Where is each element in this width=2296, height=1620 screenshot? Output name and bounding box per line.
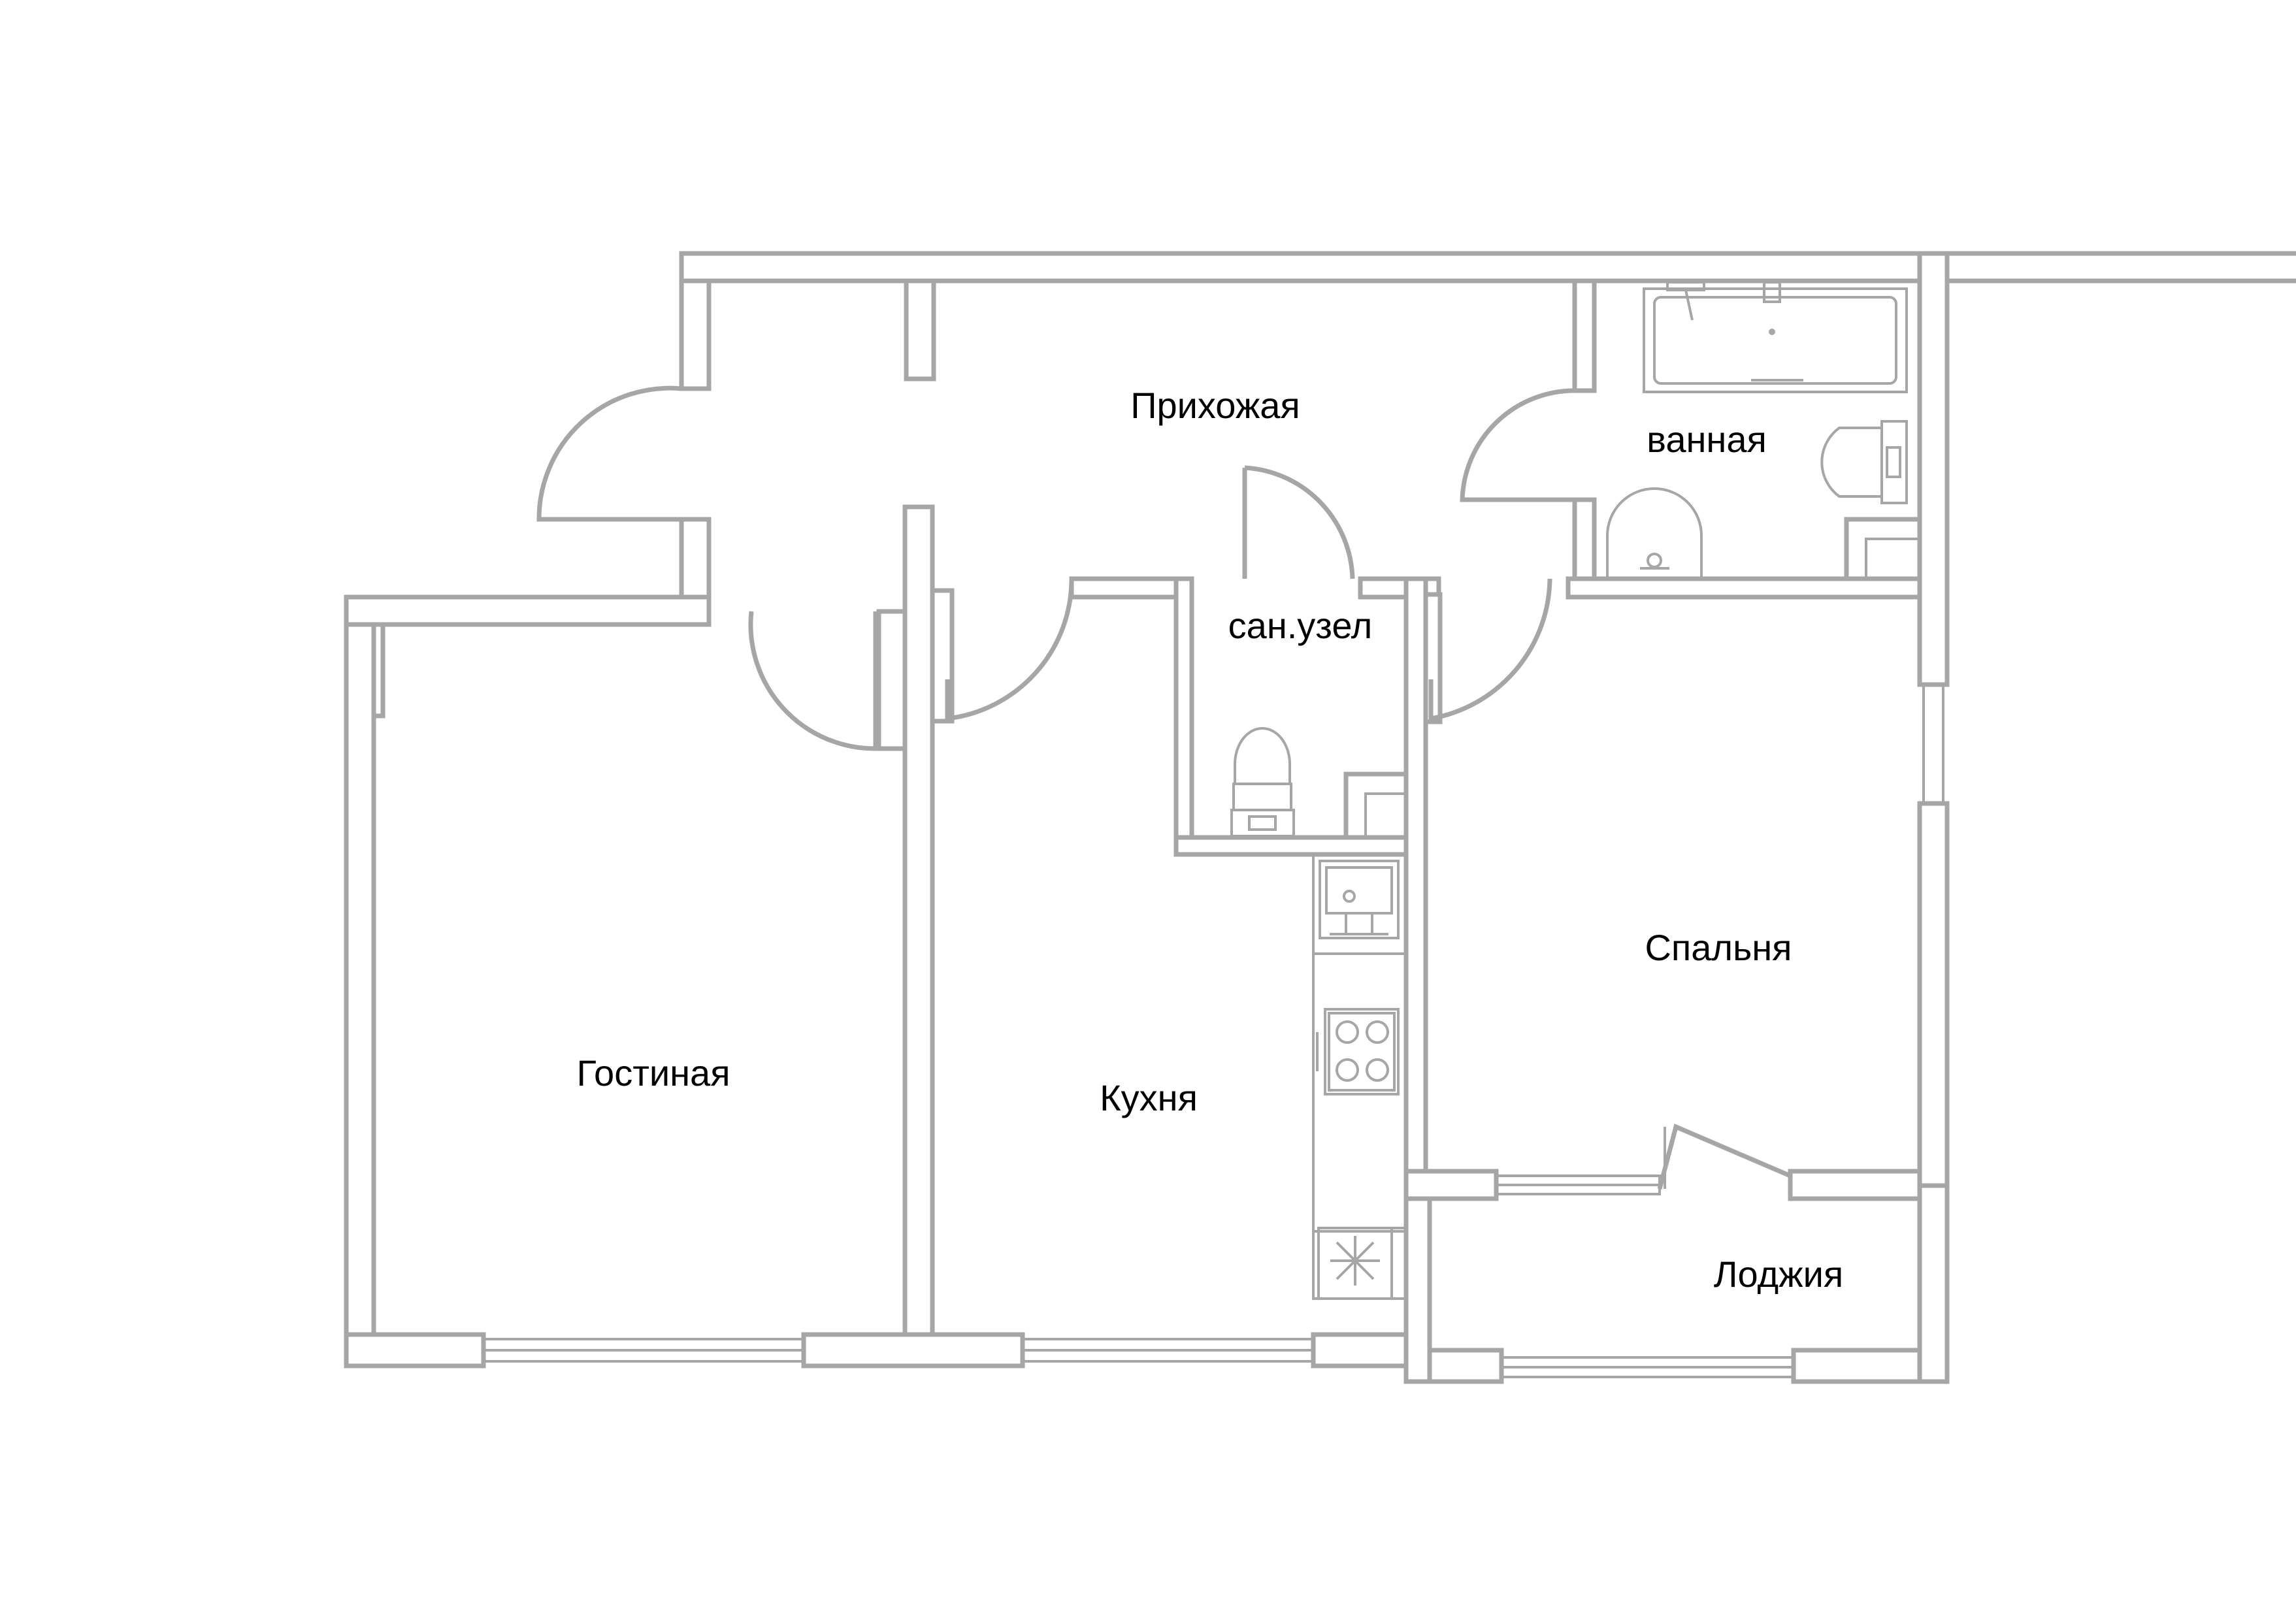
- top-exterior-wall: [679, 251, 2296, 284]
- wc-shaft: [1343, 771, 1409, 840]
- label-hallway: Прихожая: [1130, 385, 1300, 426]
- bath-shaft-inner: [1865, 538, 1921, 580]
- kitchen-door-jamb: [930, 588, 955, 724]
- right-exterior-wall: [1917, 251, 1950, 687]
- loggia-divider-right: [1788, 1169, 1922, 1201]
- wc-left-wall: [1173, 576, 1194, 856]
- right-exterior-wall-lower: [1917, 801, 1950, 1188]
- loggia-bottom-wall-left: [1427, 1348, 1504, 1384]
- label-bedroom: Спальня: [1645, 927, 1792, 968]
- loggia-bottom-wall-right: [1791, 1348, 1922, 1384]
- doors: [536, 385, 1792, 1190]
- hall-bottom-wall-left: [1069, 576, 1179, 600]
- room-labels: Прихожая ванная сан.узел Гостиная Кухня …: [576, 385, 1843, 1295]
- wc-bottom-wall: [1173, 835, 1409, 857]
- living-right-partition: [902, 504, 935, 1350]
- hall-stub-wall: [904, 278, 936, 381]
- bath-sink-icon: [1604, 487, 1705, 579]
- loggia-right-wall: [1917, 1183, 1950, 1384]
- loggia-left-wall: [1403, 1196, 1432, 1384]
- living-left-wall-inner: [371, 622, 385, 719]
- walls: [344, 251, 2296, 1384]
- kitchen-counter: [1312, 853, 1407, 1300]
- bottom-wall-2: [801, 1332, 1025, 1369]
- balcony-door-icon: [1657, 1124, 1792, 1190]
- stove-icon: [1316, 1008, 1400, 1095]
- wc-door-icon: [1242, 465, 1355, 579]
- bedroom-door-icon: [1428, 578, 1552, 722]
- bath-left-wall-top: [1572, 278, 1597, 393]
- loggia-divider-left: [1403, 1169, 1499, 1201]
- hall-bottom-wall-right: [1566, 576, 1922, 600]
- fixtures: [1230, 281, 1908, 1300]
- bath-toilet-icon: [1820, 420, 1908, 504]
- kitchen-sink-icon: [1319, 860, 1400, 939]
- hall-left-wall-top: [679, 278, 712, 391]
- bathtub-icon: [1643, 281, 1908, 393]
- bedroom-side-window: [1922, 683, 1944, 805]
- label-bathroom: ванная: [1647, 419, 1767, 460]
- label-living-room: Гостиная: [576, 1052, 730, 1094]
- bottom-wall-1: [344, 1332, 486, 1369]
- bottom-wall-3: [1311, 1332, 1409, 1369]
- fridge-icon: [1317, 1227, 1407, 1300]
- kitchen-door-icon: [945, 578, 1074, 721]
- bath-left-wall-bottom: [1572, 497, 1597, 581]
- living-top-wall: [344, 594, 712, 627]
- hall-left-wall-bottom: [679, 517, 712, 607]
- label-kitchen: Кухня: [1100, 1077, 1198, 1118]
- living-door-icon: [748, 611, 878, 751]
- entrance-door-icon: [536, 385, 682, 522]
- bathroom-door-icon: [1460, 388, 1575, 502]
- living-left-wall: [344, 622, 376, 1350]
- label-toilet: сан.узел: [1228, 605, 1373, 646]
- windows: [482, 1174, 1795, 1378]
- living-door-jamb: [876, 609, 908, 751]
- bath-shaft: [1844, 517, 1922, 581]
- wc-shaft-inner: [1364, 792, 1407, 839]
- label-loggia: Лоджия: [1714, 1254, 1843, 1295]
- wc-toilet-icon: [1230, 727, 1295, 837]
